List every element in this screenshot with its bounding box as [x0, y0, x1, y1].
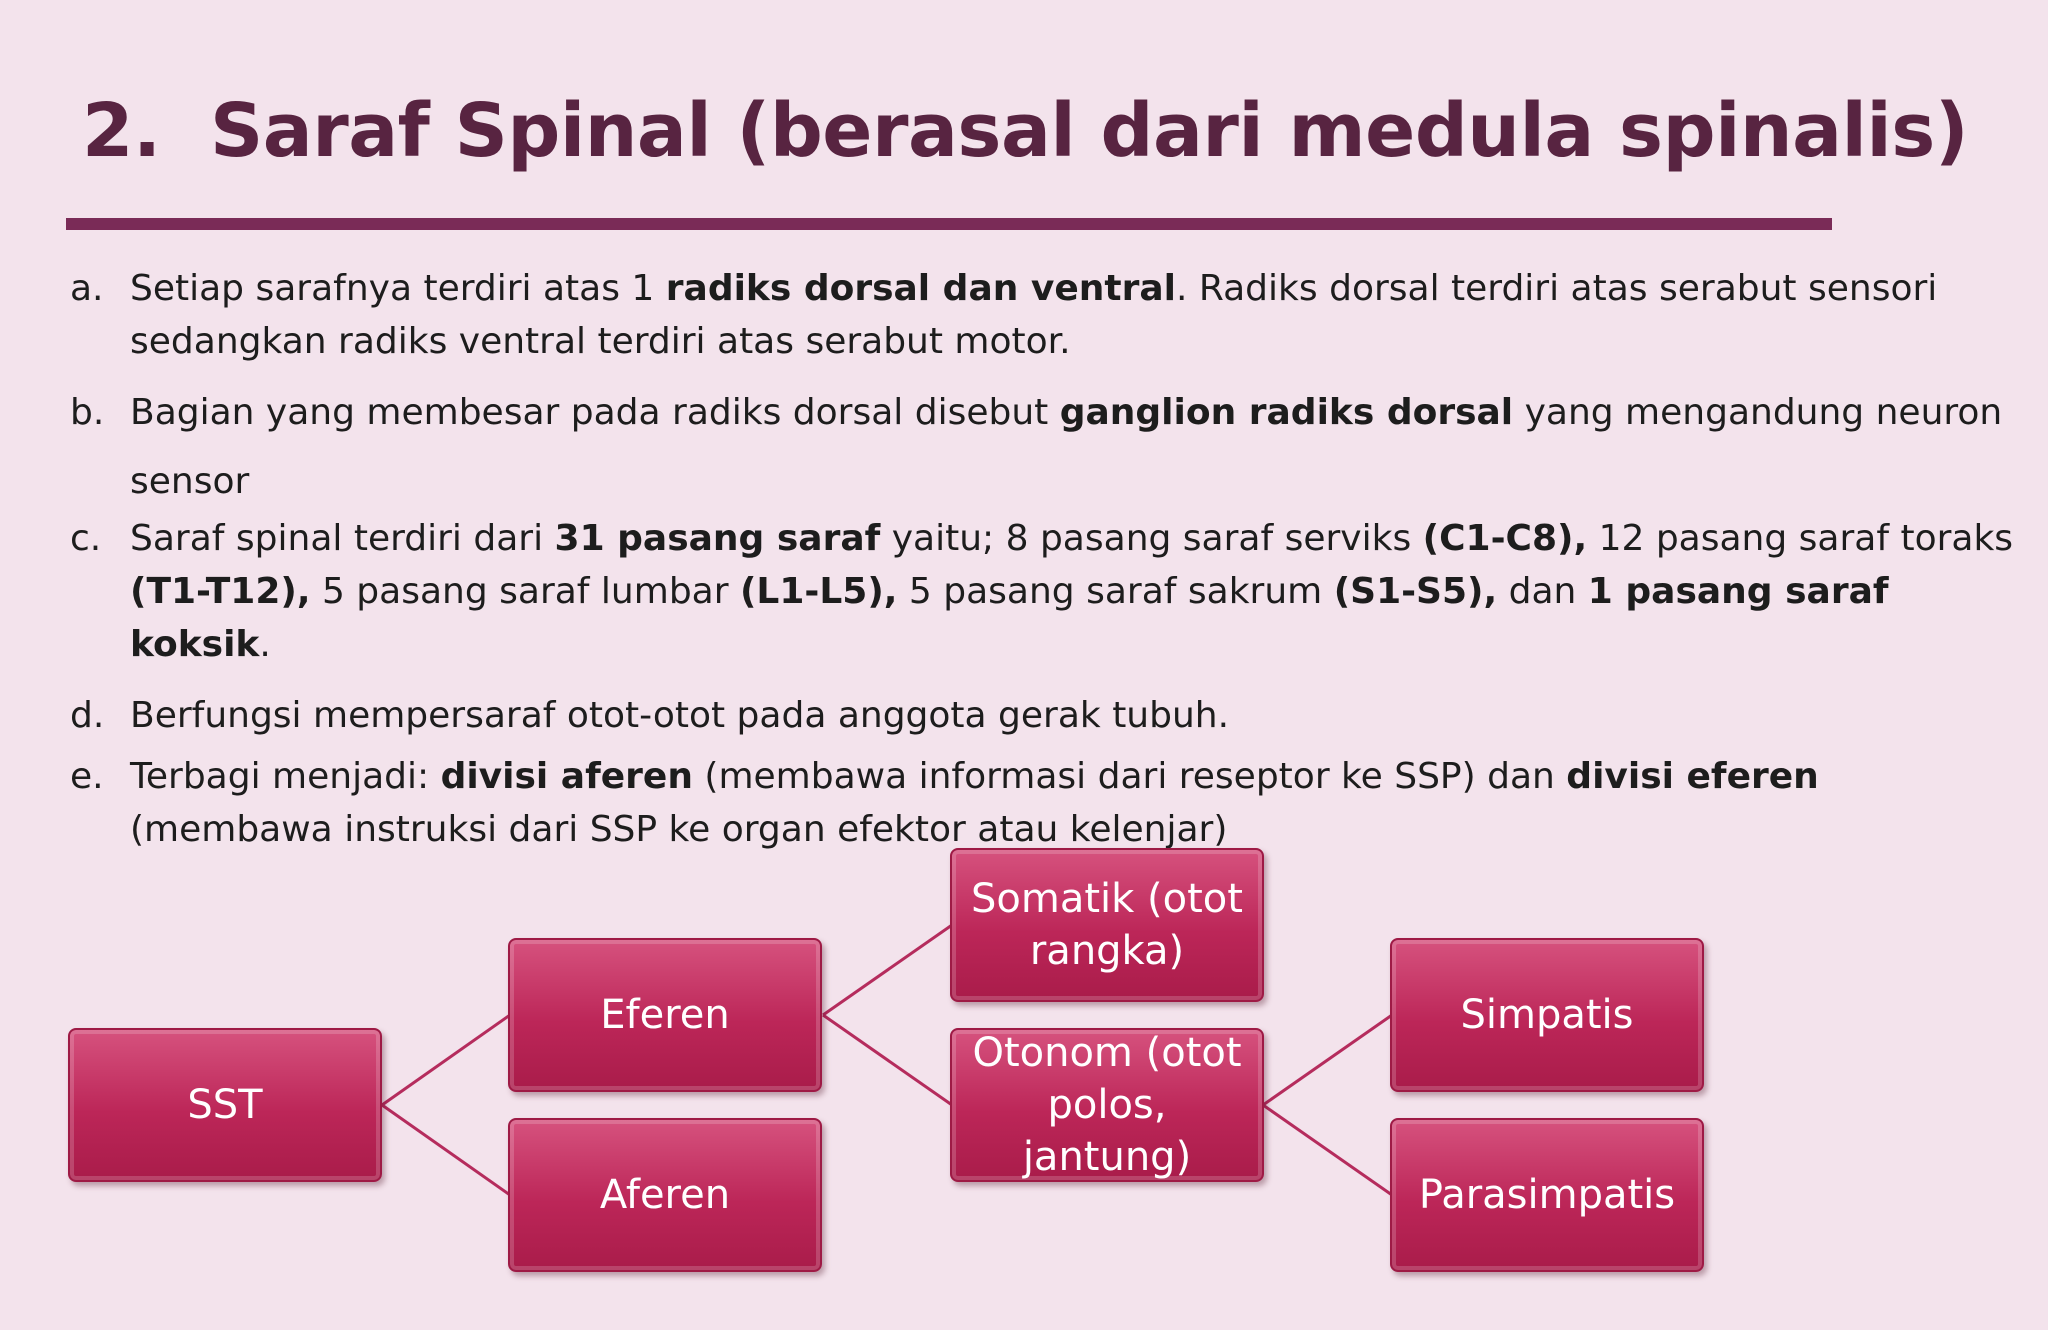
node-parasimpatis-label: Parasimpatis [1418, 1172, 1676, 1218]
slide-title: 2. Saraf Spinal (berasal dari medula spin… [82, 88, 1969, 174]
bullet-item: c. Saraf spinal terdiri dari 31 pasang sa… [66, 512, 2016, 671]
connector-lines [381, 923, 1393, 1197]
bullet-text: 12 pasang saraf toraks [1587, 518, 2014, 559]
bullet-bold-text: (C1-C8), [1422, 518, 1588, 559]
bullet-bold-text: divisi eferen [1566, 756, 1819, 797]
node-otonom-label: Otonom (otot polos, jantung) [972, 1030, 1242, 1180]
bullet-bold-text: (T1-T12), [130, 571, 311, 612]
node-sst-label: SST [187, 1082, 263, 1128]
bullet-bold-text: divisi aferen [440, 756, 693, 797]
bullet-text: . Radiks dorsal terdiri atas serabut sen… [130, 268, 1938, 362]
bullet-marker: d. [70, 695, 105, 736]
connector-eferen-somatik [822, 923, 953, 1017]
bullet-text: Saraf spinal terdiri dari [130, 518, 555, 559]
bullet-text: (membawa informasi dari reseptor ke SSP)… [692, 756, 1567, 797]
node-simpatis-label: Simpatis [1460, 992, 1634, 1038]
bullet-bold-text: radiks dorsal dan ventral [665, 268, 1177, 309]
node-eferen: Eferen [508, 938, 822, 1092]
bullet-item: a. Setiap sarafnya terdiri atas 1 radiks … [66, 262, 2016, 368]
bullet-text: 5 pasang saraf sakrum [897, 571, 1334, 612]
node-somatik: Somatik (otot rangka) [950, 848, 1264, 1002]
bullet-bold-text: ganglion radiks dorsal [1059, 392, 1514, 433]
bullet-item: b. Bagian yang membesar pada radiks dorsa… [66, 386, 2016, 508]
hierarchy-diagram: SST Eferen Aferen Somatik (otot rangka) … [0, 840, 2048, 1300]
bullet-marker: e. [70, 756, 104, 797]
node-eferen-label: Eferen [600, 992, 730, 1038]
title-number: 2. [82, 88, 161, 174]
bullet-marker: c. [70, 518, 102, 559]
bullet-text: Setiap sarafnya terdiri atas 1 [130, 268, 666, 309]
connector-eferen-otonom [822, 1013, 953, 1107]
bullet-text: Terbagi menjadi: [130, 756, 441, 797]
node-parasimpatis: Parasimpatis [1390, 1118, 1704, 1272]
bullet-text: yaitu; 8 pasang saraf serviks [880, 518, 1423, 559]
connector-sst-aferen [381, 1103, 511, 1197]
bullet-text: Bagian yang membesar pada radiks dorsal … [130, 392, 1060, 433]
bullet-marker: a. [70, 268, 104, 309]
bullet-bold-text: (S1-S5), [1333, 571, 1498, 612]
connector-otonom-parasimpatis [1262, 1103, 1393, 1197]
bullet-continuation: sensor [130, 461, 250, 502]
node-somatik-label: Somatik (otot rangka) [971, 876, 1243, 974]
bullet-marker: b. [70, 392, 105, 433]
connector-sst-eferen [381, 1013, 511, 1107]
bullet-item: d. Berfungsi mempersaraf otot-otot pada a… [66, 689, 2016, 742]
connector-otonom-simpatis [1262, 1013, 1393, 1107]
bullet-text: (membawa instruksi dari SSP ke organ efe… [130, 809, 1228, 850]
node-otonom: Otonom (otot polos, jantung) [950, 1028, 1264, 1182]
title-divider [66, 218, 1832, 230]
bullet-text: . [259, 624, 271, 665]
bullet-list: a. Setiap sarafnya terdiri atas 1 radiks … [66, 262, 2016, 856]
node-aferen-label: Aferen [599, 1172, 731, 1218]
bullet-bold-text: (L1-L5), [739, 571, 898, 612]
node-aferen: Aferen [508, 1118, 822, 1272]
bullet-text: 5 pasang saraf lumbar [310, 571, 740, 612]
title-text: Saraf Spinal (berasal dari medula spinal… [210, 88, 1969, 174]
bullet-text: Berfungsi mempersaraf otot-otot pada ang… [130, 695, 1230, 736]
node-simpatis: Simpatis [1390, 938, 1704, 1092]
bullet-item: e. Terbagi menjadi: divisi aferen (membaw… [66, 750, 2016, 856]
node-sst: SST [68, 1028, 382, 1182]
bullet-bold-text: 31 pasang saraf [554, 518, 881, 559]
bullet-text: yang mengandung neuron [1513, 392, 2003, 433]
bullet-bold-text: 1 pasang saraf koksik [130, 571, 1889, 665]
bullet-text: dan [1497, 571, 1588, 612]
